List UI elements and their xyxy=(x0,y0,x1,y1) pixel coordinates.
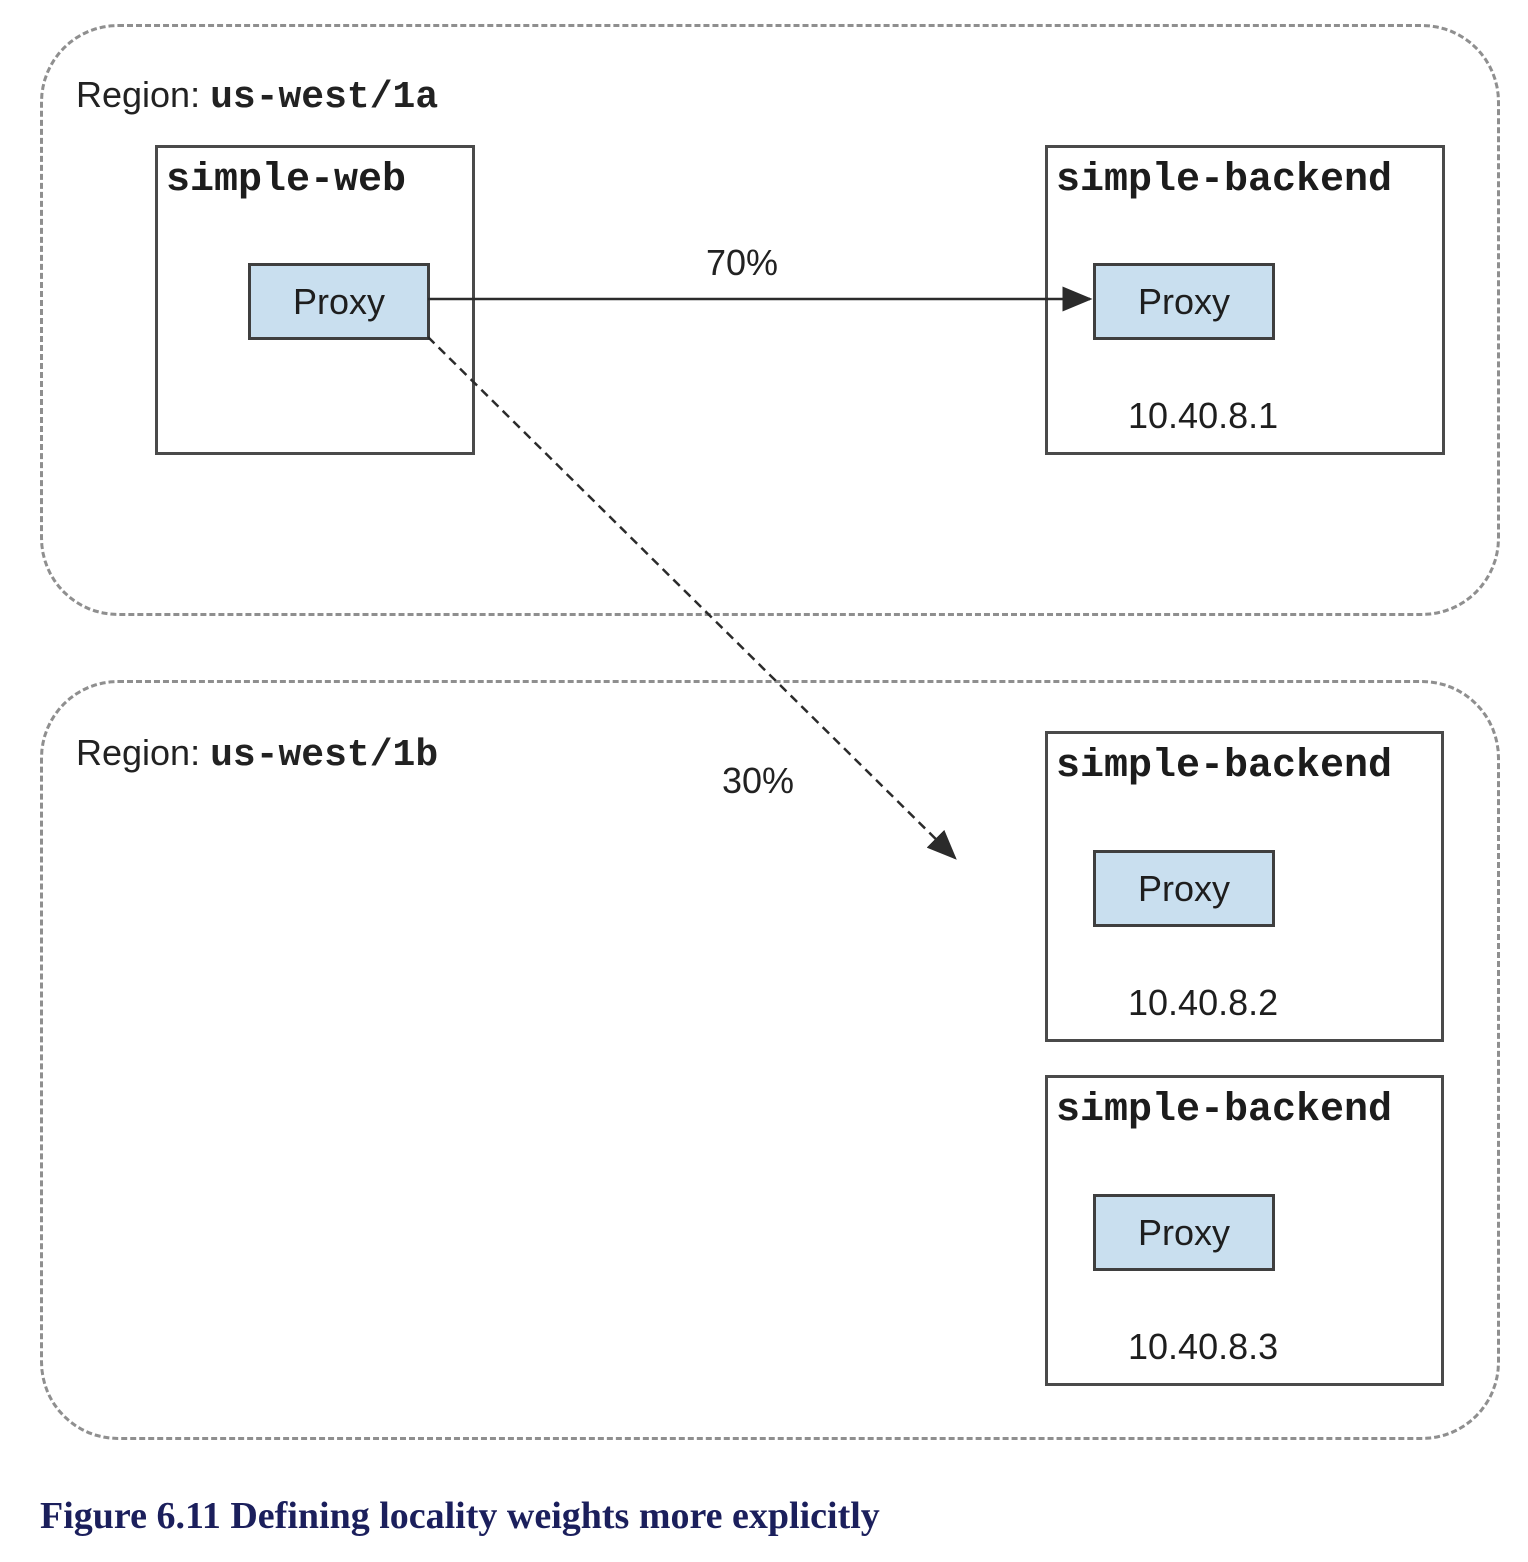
proxy-box: Proxy xyxy=(1093,850,1275,927)
ip-address: 10.40.8.1 xyxy=(1128,395,1279,436)
region-name: us-west/1b xyxy=(210,734,439,777)
region-label-us-west-1b: Region: us-west/1b xyxy=(76,732,438,777)
region-us-west-1a xyxy=(40,24,1500,616)
arrow-remote-30 xyxy=(427,336,957,860)
service-title: simple-backend xyxy=(1056,1088,1393,1133)
weight-label-remote: 30% xyxy=(722,760,795,801)
proxy-box: Proxy xyxy=(248,263,430,340)
region-label-prefix: Region: xyxy=(76,732,211,773)
service-simple-backend-3: simple-backend Proxy 10.40.8.3 xyxy=(1045,1075,1444,1386)
service-simple-web: simple-web Proxy xyxy=(155,145,475,455)
ip-address: 10.40.8.3 xyxy=(1128,1326,1279,1367)
service-simple-backend-2: simple-backend Proxy 10.40.8.2 xyxy=(1045,731,1444,1042)
proxy-box: Proxy xyxy=(1093,1194,1275,1271)
service-title: simple-web xyxy=(166,158,407,203)
service-title: simple-backend xyxy=(1056,158,1393,203)
service-simple-backend-1: simple-backend Proxy 10.40.8.1 xyxy=(1045,145,1445,455)
region-label-prefix: Region: xyxy=(76,74,211,115)
ip-address: 10.40.8.2 xyxy=(1128,982,1279,1023)
region-label-us-west-1a: Region: us-west/1a xyxy=(76,74,438,119)
region-name: us-west/1a xyxy=(210,76,439,119)
proxy-box: Proxy xyxy=(1093,263,1275,340)
service-title: simple-backend xyxy=(1056,744,1393,789)
region-us-west-1b xyxy=(40,680,1500,1440)
weight-label-local: 70% xyxy=(706,242,779,283)
figure-caption: Figure 6.11 Defining locality weights mo… xyxy=(40,1495,880,1537)
